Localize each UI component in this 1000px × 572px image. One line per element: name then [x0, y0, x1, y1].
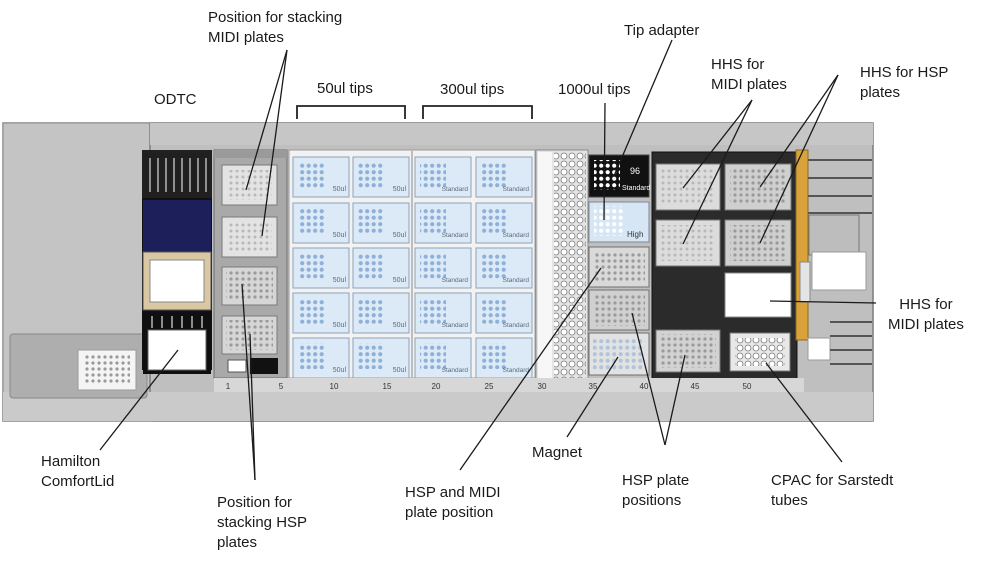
label-position-stacking-hsp: Position for stacking HSP plates [217, 494, 308, 551]
tip-rack-text: Standard [503, 277, 530, 284]
hhs-midi-right [724, 272, 792, 318]
ruler-tick-label: 20 [432, 382, 441, 391]
tip-rack-text: 50ul [393, 322, 407, 329]
tip-rack-text: Standard [503, 232, 530, 239]
label-odtc: ODTC [154, 91, 197, 108]
tip-rack-text: Standard [503, 186, 530, 193]
label-hhs-midi-right: HHS for MIDI plates [888, 296, 964, 333]
label-cpac-sarstedt: CPAC for Sarstedt tubes [771, 472, 894, 509]
deck-bottom-strip [3, 392, 873, 421]
ruler-tick-label: 35 [589, 382, 598, 391]
tip-rack-text: 50ul [333, 186, 347, 193]
label-1000ul-tips: 1000ul tips [558, 81, 631, 98]
label-hamilton-comfortlid: Hamilton ComfortLid [41, 453, 115, 490]
orange-strip [795, 149, 809, 341]
leader-lines [99, 39, 877, 481]
ruler-tick-label: 10 [330, 382, 339, 391]
adapter-standard-text: Standard [622, 185, 651, 192]
ruler-tick-label: 25 [485, 382, 494, 391]
tip-rack-text: 50ul [393, 232, 407, 239]
label-hhs-midi-top: HHS for MIDI plates [711, 56, 787, 93]
ruler-tick-label: 30 [538, 382, 547, 391]
tip-rack-text: 50ul [393, 367, 407, 374]
bracket-50ul [296, 105, 406, 119]
tip-rack-text: Standard [442, 322, 469, 329]
tip-rack-text: Standard [442, 367, 469, 374]
label-hsp-midi-position: HSP and MIDI plate position [405, 484, 501, 521]
label-50ul-tips: 50ul tips [317, 80, 373, 97]
tip-rack-text: 50ul [393, 186, 407, 193]
ruler-tick-label: 15 [383, 382, 392, 391]
deck-back-strip [150, 123, 873, 145]
tip-rack-text: Standard [442, 277, 469, 284]
label-hsp-plate-positions: HSP plate positions [622, 472, 690, 509]
tip-rack-text: Standard [442, 186, 469, 193]
tip-rack-text: 50ul [333, 232, 347, 239]
tip-rack-text: 50ul [333, 367, 347, 374]
ruler-tick-label: 5 [279, 382, 284, 391]
label-300ul-tips: 300ul tips [440, 81, 505, 98]
adapter-96-text: 96 [630, 166, 640, 176]
ruler-tick-label: 45 [691, 382, 700, 391]
bracket-300ul [422, 105, 533, 119]
ruler-tick-label: 40 [640, 382, 649, 391]
tip-rack-text: 50ul [333, 322, 347, 329]
adapter-high-text: High [627, 230, 643, 239]
ruler-tick-label: 50 [743, 382, 752, 391]
tip-rack-text: 50ul [333, 277, 347, 284]
tip-rack-text: Standard [503, 367, 530, 374]
tip-rack-text: 50ul [393, 277, 407, 284]
label-magnet: Magnet [532, 444, 583, 461]
cpac-side-box [811, 251, 867, 291]
label-position-stacking-midi: Position for stacking MIDI plates [208, 9, 343, 46]
tip-rack-text: Standard [503, 322, 530, 329]
tip-rack-text: Standard [442, 232, 469, 239]
odtc-door [143, 200, 211, 252]
deck-ruler [214, 378, 804, 392]
label-tip-adapter: Tip adapter [624, 22, 700, 39]
label-hhs-hsp: HHS for HSP plates [860, 64, 949, 101]
ruler-tick-label: 1 [226, 382, 231, 391]
